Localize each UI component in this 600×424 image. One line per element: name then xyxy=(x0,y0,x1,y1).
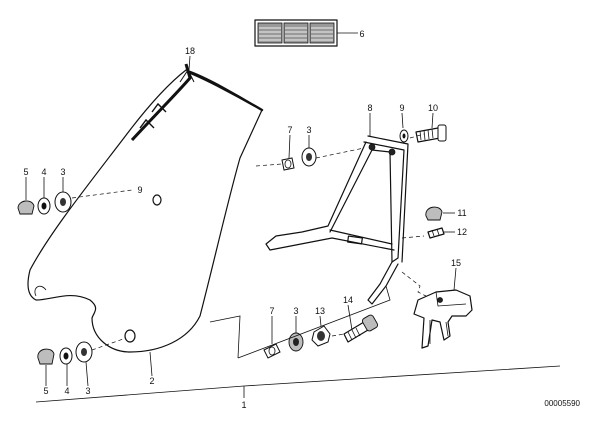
left-washer-3 xyxy=(54,191,72,213)
frame-bracket xyxy=(265,135,409,305)
bottom-cap-nut xyxy=(37,348,55,365)
callout-bolt-top: 10 xyxy=(428,103,438,113)
nut-top xyxy=(281,157,295,171)
callout-windshield: 18 xyxy=(185,46,195,56)
top-bolt xyxy=(415,124,447,143)
callout-clip-right: 12 xyxy=(457,227,467,237)
callout-assembly: 1 xyxy=(241,400,246,410)
callout-nut-bottom: 7 xyxy=(269,306,274,316)
windshield xyxy=(27,63,264,353)
bottom-washer-3-left xyxy=(75,341,93,363)
assembly-bracket xyxy=(35,285,561,403)
callout-grommet: 13 xyxy=(315,306,325,316)
left-cap-nut xyxy=(17,200,35,215)
callout-washer-top: 9 xyxy=(399,103,404,113)
callout-washer-3-top: 3 xyxy=(306,125,311,135)
callout-washer-3-bottom: 3 xyxy=(293,306,298,316)
vent-grille xyxy=(254,19,358,47)
bottom-nut-7 xyxy=(263,343,281,359)
left-washer xyxy=(37,197,51,215)
callout-nut-top: 7 xyxy=(287,125,292,135)
bottom-grommet xyxy=(311,325,331,347)
callout-cap-nut-right: 11 xyxy=(457,208,466,218)
callout-bracket: 8 xyxy=(367,103,372,113)
right-mount xyxy=(413,289,473,349)
callout-washer-left: 4 xyxy=(41,167,46,177)
right-cap-nut xyxy=(425,206,443,221)
callout-cap-nut-left: 5 xyxy=(23,167,28,177)
washer-top xyxy=(301,147,317,167)
right-clip xyxy=(427,227,445,239)
callout-screw-left-ref: 9 xyxy=(137,185,142,195)
top-washer xyxy=(399,129,409,143)
bottom-bolt xyxy=(343,314,379,343)
callout-bolt-bottom: 14 xyxy=(343,295,353,305)
callout-washer-3-left: 3 xyxy=(60,167,65,177)
callout-grille: 6 xyxy=(359,29,364,39)
callout-mount-right: 15 xyxy=(451,258,461,268)
callout-cap-nut-bottom: 5 xyxy=(43,386,48,396)
callout-windshield-panel: 2 xyxy=(149,376,154,386)
callout-washer-3-bottom-left: 3 xyxy=(85,386,90,396)
bottom-washer-4 xyxy=(59,347,73,365)
callout-washer-bottom: 4 xyxy=(64,386,69,396)
reference-number: 00005590 xyxy=(544,399,580,408)
